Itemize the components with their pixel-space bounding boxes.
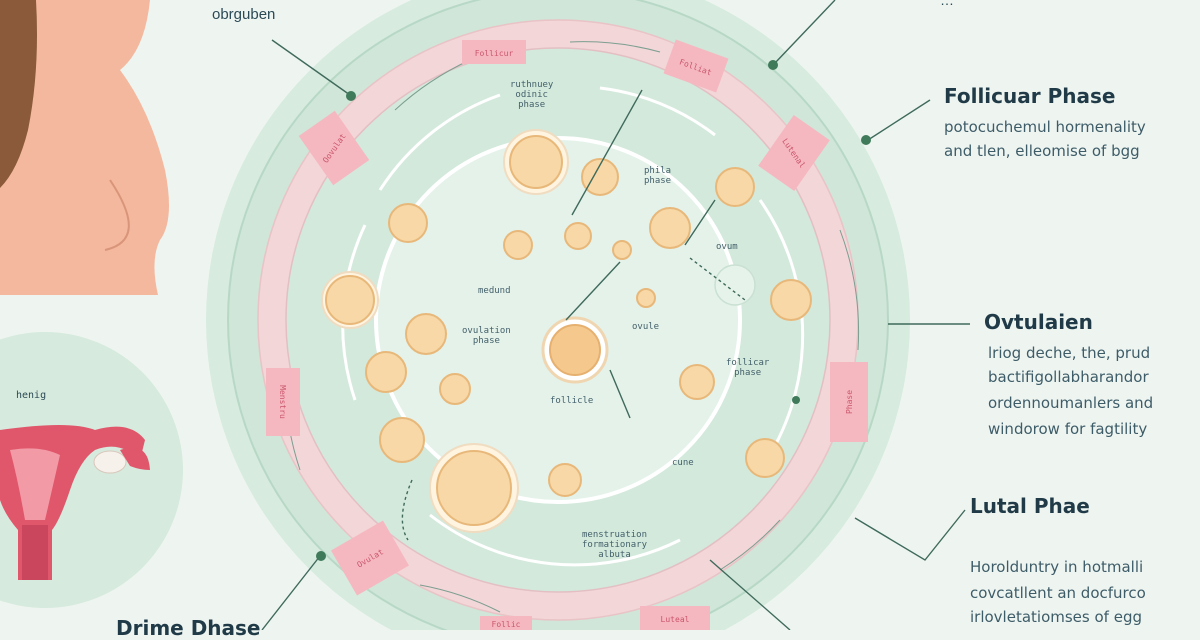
follicular-heading: Follicuar Phase [944,84,1116,108]
pointer-line [571,89,643,216]
label-right-mid: follicar phase [726,358,770,378]
follicle [636,288,656,308]
follicle [325,275,375,325]
arrow-arc-2 [599,86,716,137]
pointer-dot [768,60,778,70]
follicle [649,207,691,249]
ring-arrow-3 [839,229,860,351]
pointer-line [709,559,791,630]
ring-tag-label: Menstru [278,385,287,419]
label-bottom-center: menstruation formationary albuta [582,530,648,560]
ovulation-desc-line: lriog deche, the, prud [988,344,1151,362]
ring-tag-7: Luteal [640,606,710,630]
ring-tag-label: Follic [492,620,521,629]
pointer-line [867,99,931,141]
top-right-label: … [940,0,954,8]
bottom-left-heading: Drime Dhase [116,616,261,640]
ring-arrow-2 [569,41,661,53]
follicle [581,158,619,196]
label-phase-mid-right: phila phase [644,166,672,186]
pointer-line [401,479,413,541]
label-phase-top: ruthnuey odinic phase [510,80,554,110]
follicle [679,364,715,400]
pointer-lines [261,0,970,630]
follicle [745,438,785,478]
follicle [388,203,428,243]
ovulation-desc-line: bactifigollabharandor [988,368,1149,386]
follicle [405,313,447,355]
follicle [379,417,425,463]
ovulation-heading: Ovtulaien [984,310,1093,334]
follicular-desc-line: potocuchemul hormenality [944,118,1146,136]
woman-illustration [0,0,169,295]
pointer-line [774,0,836,64]
central-egg [549,324,601,376]
ovulation-desc-line: windorow for fagtility [988,420,1148,438]
follicle [509,135,563,189]
woman-body [0,0,169,295]
ring-arrow-6 [419,584,501,613]
ring-tag-2: Oovulat [298,110,370,186]
pointer-dot [861,135,871,145]
arrow-arc-1 [378,93,501,191]
uterus-label: henig [16,390,47,401]
pointer-dot [346,91,356,101]
follicle [436,450,512,526]
label-center-left: ovulation phase [462,326,511,346]
ring-tag-label: Luteal [661,615,690,624]
label-inner-right: ovule [632,322,660,332]
follicle [564,222,592,250]
label-ovum: ovum [716,242,738,252]
follicle [548,463,582,497]
label-bottom-right: cune [672,458,694,468]
ring-arrow-4 [719,519,781,571]
arrow-arc-3 [758,199,805,471]
follicles [321,129,812,533]
pointer-line [271,39,351,96]
pointer-dot [792,396,800,404]
follicle [503,230,533,260]
ring-tag-8: Follic [480,616,532,630]
follicle [612,240,632,260]
follicle [439,373,471,405]
fallopian-tube-end [120,447,150,470]
arrow-arc-4 [429,513,681,567]
uterus-illustration [0,332,183,608]
ring-tag-6: Ovulat [331,520,409,596]
follicle [770,279,812,321]
follicle [365,351,407,393]
ring-tag-label: Follicur [475,49,514,58]
cervix [22,525,48,580]
pointer-line [261,555,321,630]
ring-tag-5: Phase [830,362,868,442]
pointer-dot [316,551,326,561]
woman-body-contour [104,179,130,251]
ring-tag-4: Menstru [266,368,300,436]
luteal-heading: Lutal Phae [970,494,1090,518]
uterus-cavity [10,448,60,520]
ovum-cell [714,264,756,306]
label-inner-left: medund [478,286,511,296]
top-label: obrguben [212,6,276,23]
ring-tag-3: Lutenal [758,114,830,192]
pointer-line [609,369,631,419]
pointer-line [565,261,621,321]
pointer-line [854,509,966,561]
woman-hair [0,0,37,188]
ovary [93,450,127,474]
ring-tag-label: Phase [845,390,854,414]
follicular-desc-line: and tlen, elleomise of bgg [944,142,1140,160]
ovulation-desc-line: ordennoumanlers and [988,394,1154,412]
pointer-dots [316,60,871,561]
pointer-line [684,199,716,246]
follicle [715,167,755,207]
luteal-desc-line: irlovletatiomses of egg [970,608,1142,626]
ring-tag-0: Follicur [462,40,526,64]
ring-tag-1: Folliat [663,39,729,93]
luteal-desc-line: Horolduntry in hotmalli [970,558,1144,576]
luteal-desc-line: covcatllent an docfurco [970,584,1146,602]
label-center-bottom: follicle [550,396,594,406]
